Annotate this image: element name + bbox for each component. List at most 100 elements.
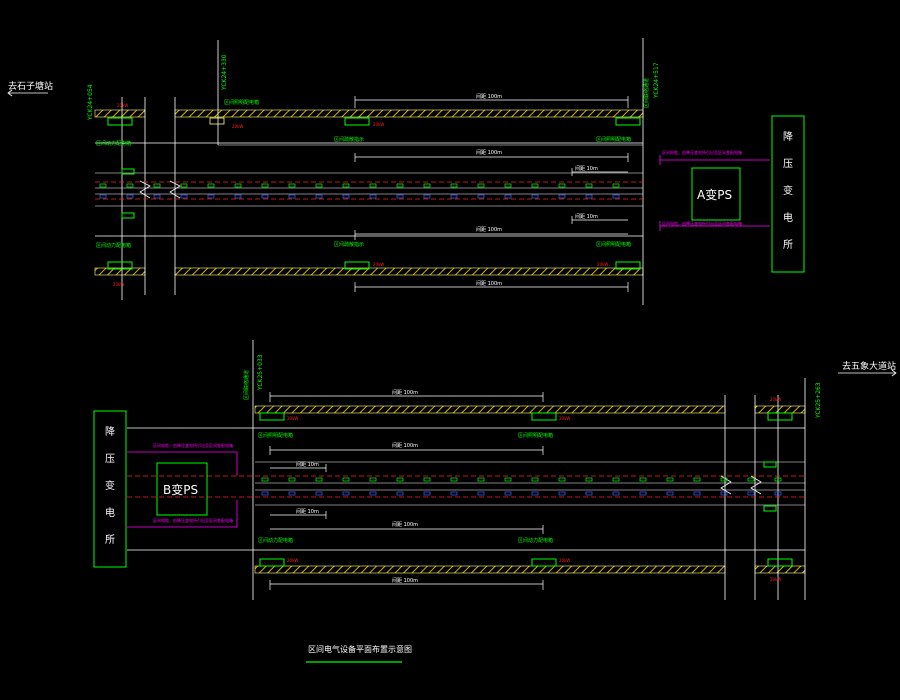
track-device-marker <box>639 491 647 496</box>
cable-note: 区间电缆，由降压变电所引出至区间各配电箱 <box>153 442 233 448</box>
dimension-label: 间距 100m <box>476 93 502 100</box>
break-mark <box>720 475 732 495</box>
track-device-marker <box>693 491 701 496</box>
track-device-marker <box>666 477 674 482</box>
device-label: 区间疏散指示 <box>334 241 364 248</box>
lower-top-wall <box>254 405 726 414</box>
substation-box <box>93 410 127 568</box>
track-device-marker <box>531 477 539 482</box>
substation-label: 降压变电所 <box>783 130 793 251</box>
track-device-marker <box>504 491 512 496</box>
cable-note: 区间电缆，由降压变电所引出至区间各配电箱 <box>662 149 742 155</box>
substation-char: 压 <box>783 158 793 170</box>
direction-arrow <box>7 89 897 377</box>
to-right-station-label: 去五象大道站 <box>842 360 896 372</box>
device-label: 区间动力配电箱 <box>96 140 131 147</box>
track-device-marker <box>261 183 269 188</box>
track-device-marker <box>612 477 620 482</box>
cable-note: 区间电缆，由降压变电所引出至区间各配电箱 <box>662 220 742 226</box>
substation-char: 电 <box>105 506 115 519</box>
track-device-marker <box>504 183 512 188</box>
dimension-label: 间距 100m <box>392 577 418 584</box>
ps-a-label: A变PS <box>697 187 732 202</box>
dimension-label: 间距 10m <box>575 165 598 172</box>
track-device-marker <box>450 194 458 199</box>
dimension-line <box>354 96 629 292</box>
device-label: 区间照明配电箱 <box>224 99 259 106</box>
power-tag: 20kW <box>287 416 298 421</box>
dimension-label: 间距 10m <box>575 213 598 220</box>
cable-line <box>127 451 238 528</box>
break-mark <box>169 180 181 199</box>
substation-char: 压 <box>105 453 115 465</box>
power-tag: 20kW <box>287 558 298 563</box>
break-mark <box>750 475 762 495</box>
power-tag: 20kW <box>559 558 570 563</box>
track-device-marker <box>396 491 404 496</box>
dimension-label: 间距 10m <box>296 508 319 515</box>
track-device-marker <box>369 477 377 482</box>
device-label: 区间照明配电箱 <box>596 241 631 248</box>
power-tag: 20kW <box>232 124 243 129</box>
dimension-label: 间距 100m <box>392 442 418 449</box>
lower-top-wall <box>754 405 806 414</box>
track-device-marker <box>477 194 485 199</box>
power-tag: 20kW <box>770 577 781 582</box>
upper-top-wall <box>94 109 146 118</box>
device-label: 区间动力配电箱 <box>518 537 553 544</box>
track-device-marker <box>477 477 485 482</box>
track-device-marker <box>612 491 620 496</box>
track-device-marker <box>396 194 404 199</box>
dimension-label: 间距 100m <box>476 149 502 156</box>
track-device-marker <box>450 477 458 482</box>
track-device-marker <box>423 491 431 496</box>
track-device-marker <box>720 491 728 496</box>
track-device-marker <box>558 477 566 482</box>
track-device-marker <box>558 183 566 188</box>
track-device-marker <box>531 491 539 496</box>
device-box <box>107 117 641 270</box>
track-device-marker <box>99 183 107 188</box>
dimension-label: 间距 100m <box>476 226 502 233</box>
track-device-marker <box>612 194 620 199</box>
track-device-marker <box>315 194 323 199</box>
substation-char: 变 <box>105 479 115 492</box>
track-device-marker <box>423 194 431 199</box>
device-label: 区间动力配电箱 <box>258 537 293 544</box>
vertical-note: 区间联络通道 <box>643 78 650 108</box>
track-device-marker <box>315 477 323 482</box>
upper-bottom-wall <box>174 267 644 276</box>
track-device-marker <box>342 194 350 199</box>
track-device-marker <box>126 194 134 199</box>
lower-tunnel <box>93 340 806 600</box>
substation-box <box>771 115 805 273</box>
track-device-marker <box>585 477 593 482</box>
chainage-label: YCK24+330 <box>221 54 228 91</box>
track-device-marker <box>342 477 350 482</box>
track-device-marker <box>531 183 539 188</box>
track-device-marker <box>207 194 215 199</box>
track-device-marker <box>288 194 296 199</box>
device-label: 区间照明配电箱 <box>258 432 293 439</box>
power-tag: 20kW <box>373 122 384 127</box>
track-device-marker <box>126 183 134 188</box>
track-device-marker <box>504 477 512 482</box>
track-device-marker <box>207 183 215 188</box>
track-device-marker <box>153 183 161 188</box>
track-device-marker <box>234 194 242 199</box>
track-device-marker <box>639 477 647 482</box>
chainage-label: YCK24+517 <box>653 62 660 99</box>
power-tag: 20kW <box>373 262 384 267</box>
power-tag: 20kW <box>770 397 781 402</box>
track-device-marker <box>180 183 188 188</box>
track-device-marker <box>558 491 566 496</box>
substation-char: 电 <box>783 211 793 224</box>
track-device-marker <box>774 477 782 482</box>
track-device-marker <box>450 183 458 188</box>
track-device-marker <box>180 194 188 199</box>
ps-box-a <box>691 167 741 221</box>
power-tag: 20kW <box>597 262 608 267</box>
substation-label: 降压变电所 <box>105 425 115 546</box>
power-tag: 20kW <box>559 416 570 421</box>
track-device-marker <box>369 194 377 199</box>
